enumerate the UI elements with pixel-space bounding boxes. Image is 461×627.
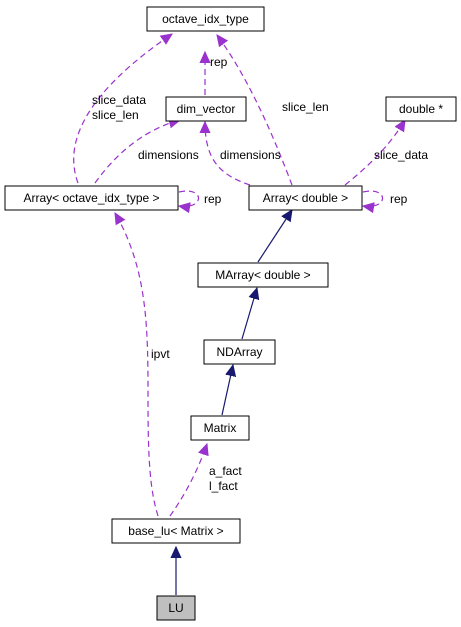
edge-matrix-inherits-ndarray xyxy=(221,365,233,416)
node-label: base_lu< Matrix > xyxy=(128,524,223,538)
node-double-pointer[interactable]: double * xyxy=(385,96,457,122)
edge-label-ipvt: ipvt xyxy=(151,347,170,361)
edge-label-slice-data: slice_data xyxy=(92,93,146,107)
edge-label-slice-data: slice_data xyxy=(374,148,428,162)
edge-marray-inherits-arraydouble xyxy=(257,210,292,263)
edge-label-l-fact: l_fact xyxy=(209,479,238,493)
edge-baselu-ipvt-to-arrayidx xyxy=(115,213,159,517)
node-base-lu-matrix[interactable]: base_lu< Matrix > xyxy=(111,518,241,544)
node-label: Array< octave_idx_type > xyxy=(23,191,159,205)
edge-arraydouble-slicedata-to-double xyxy=(344,120,405,186)
edge-label-rep: rep xyxy=(204,192,222,206)
node-label: Array< double > xyxy=(263,191,348,205)
node-label: NDArray xyxy=(216,345,262,359)
edge-label-slice-len: slice_len xyxy=(282,100,329,114)
edge-label-dimensions: dimensions xyxy=(138,148,199,162)
node-dim-vector[interactable]: dim_vector xyxy=(165,96,247,122)
edge-arraydouble-rep-self xyxy=(363,190,383,206)
node-label: LU xyxy=(168,601,183,615)
edge-ndarray-inherits-marray xyxy=(241,288,257,340)
edge-arraydouble-slicelen-to-octaveidx xyxy=(217,35,293,186)
edge-label-rep: rep xyxy=(390,192,408,206)
node-label: dim_vector xyxy=(177,102,236,116)
edge-baselu-fact-to-matrix xyxy=(169,444,207,517)
edge-label-dimensions: dimensions xyxy=(220,148,281,162)
node-array-double[interactable]: Array< double > xyxy=(248,185,363,211)
edge-arrayidx-slice-to-octaveidx xyxy=(73,34,172,184)
node-array-octave-idx-type[interactable]: Array< octave_idx_type > xyxy=(4,185,179,211)
node-label: double * xyxy=(399,102,443,116)
edge-arrayidx-rep-self xyxy=(179,190,199,206)
node-label: Matrix xyxy=(204,421,237,435)
node-matrix[interactable]: Matrix xyxy=(190,415,250,441)
edge-label-a-fact: a_fact xyxy=(209,464,242,478)
node-ndarray[interactable]: NDArray xyxy=(203,339,276,365)
node-marray-double[interactable]: MArray< double > xyxy=(197,262,329,288)
edge-arraydouble-dimensions-to-dimvector xyxy=(205,122,251,186)
node-label: MArray< double > xyxy=(215,268,310,282)
edge-label-slice-len: slice_len xyxy=(92,108,139,122)
node-label: octave_idx_type xyxy=(162,12,249,26)
edge-label-rep: rep xyxy=(210,55,228,69)
edge-arrayidx-dimensions-to-dimvector xyxy=(94,120,180,184)
node-octave-idx-type[interactable]: octave_idx_type xyxy=(146,6,265,32)
node-lu[interactable]: LU xyxy=(156,595,196,621)
